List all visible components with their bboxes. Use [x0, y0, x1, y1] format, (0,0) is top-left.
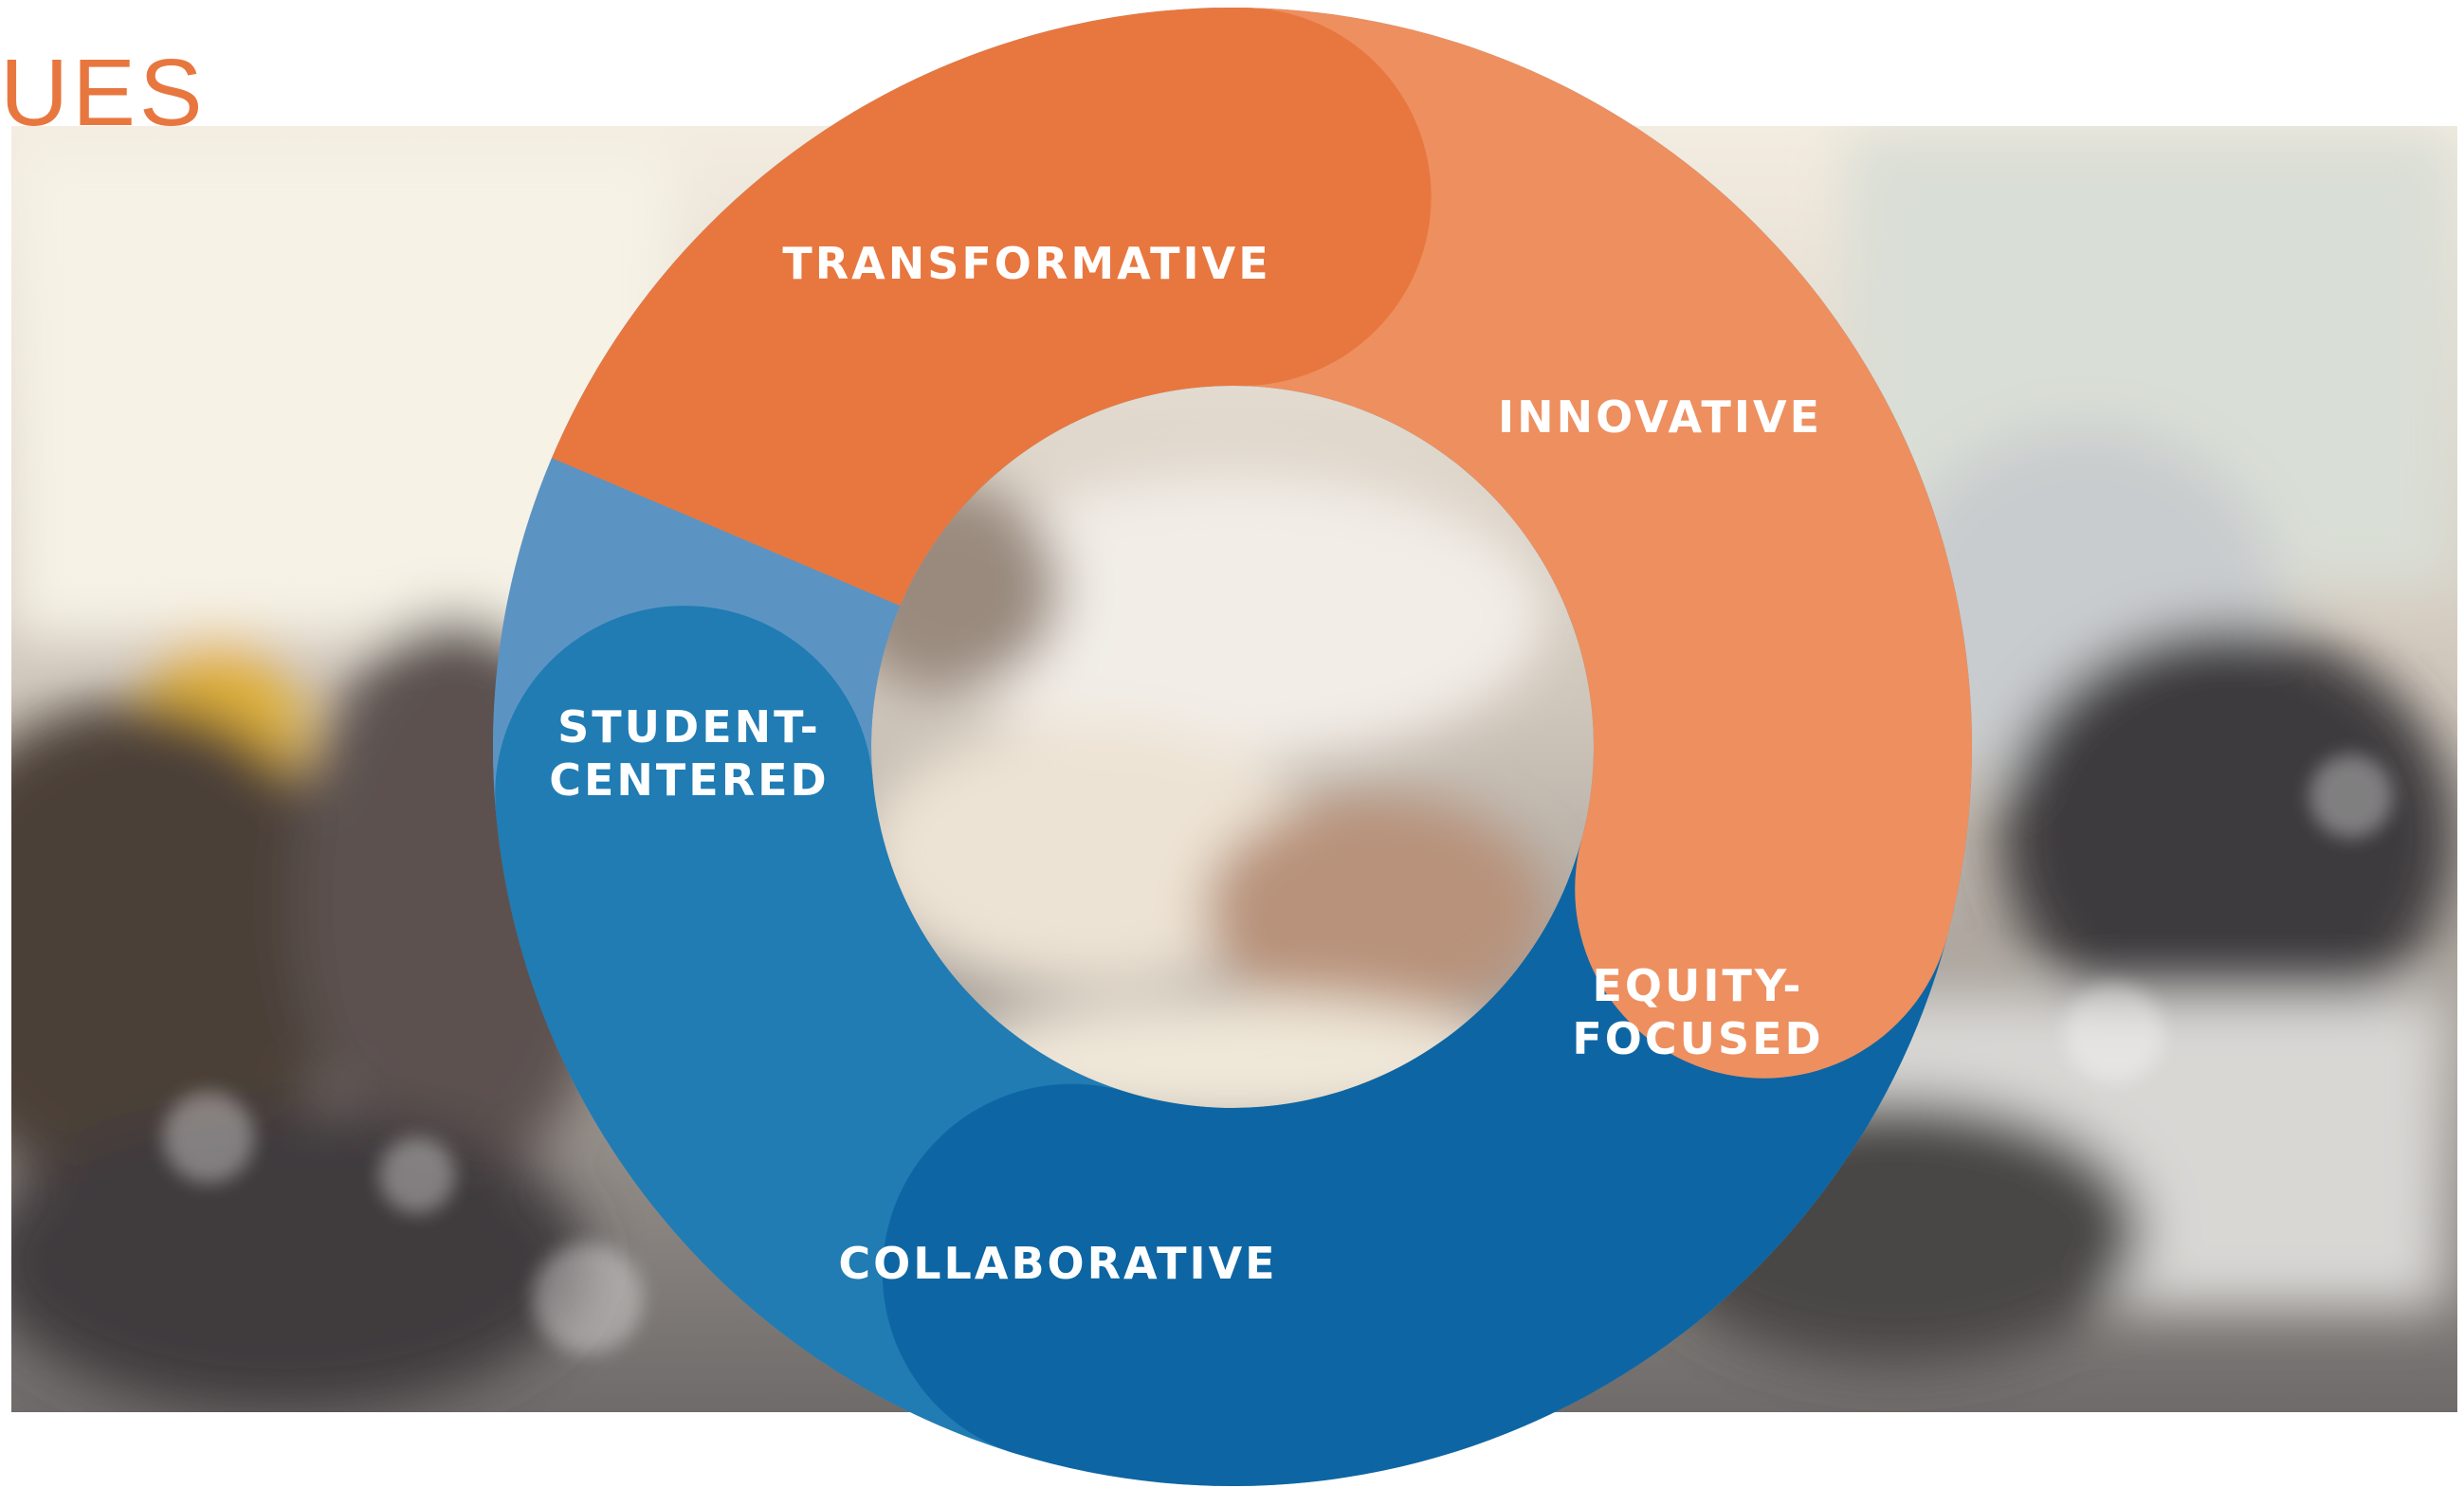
segment-label-line: TRANSFORMATIVE	[782, 238, 1270, 289]
segment-label-innovative: INNOVATIVE	[1498, 391, 1822, 443]
segment-cap	[1575, 699, 1954, 1079]
segment-label-line: COLLABORATIVE	[838, 1238, 1277, 1289]
segment-label-line: STUDENT-	[557, 701, 821, 753]
segment-label-equity-focused: EQUITY-FOCUSED	[1572, 960, 1823, 1064]
segment-label-student-centered: STUDENT-CENTERED	[549, 701, 830, 806]
segment-cap	[882, 1083, 1261, 1462]
values-labels: TRANSFORMATIVE INNOVATIVE EQUITY-FOCUSED CO…	[549, 238, 1823, 1289]
page-title: UES	[0, 40, 207, 146]
segment-label-line: INNOVATIVE	[1498, 391, 1822, 443]
segment-label-collaborative: COLLABORATIVE	[838, 1238, 1277, 1289]
segment-label-transformative: TRANSFORMATIVE	[782, 238, 1270, 289]
segment-label-line: CENTERED	[549, 754, 830, 806]
segment-label-line: FOCUSED	[1572, 1013, 1823, 1064]
segment-transformative	[552, 7, 1432, 607]
segment-label-line: EQUITY-	[1592, 960, 1803, 1011]
segment-cap	[1052, 8, 1432, 387]
segment-cap	[495, 606, 874, 985]
values-ring	[493, 7, 1972, 1486]
